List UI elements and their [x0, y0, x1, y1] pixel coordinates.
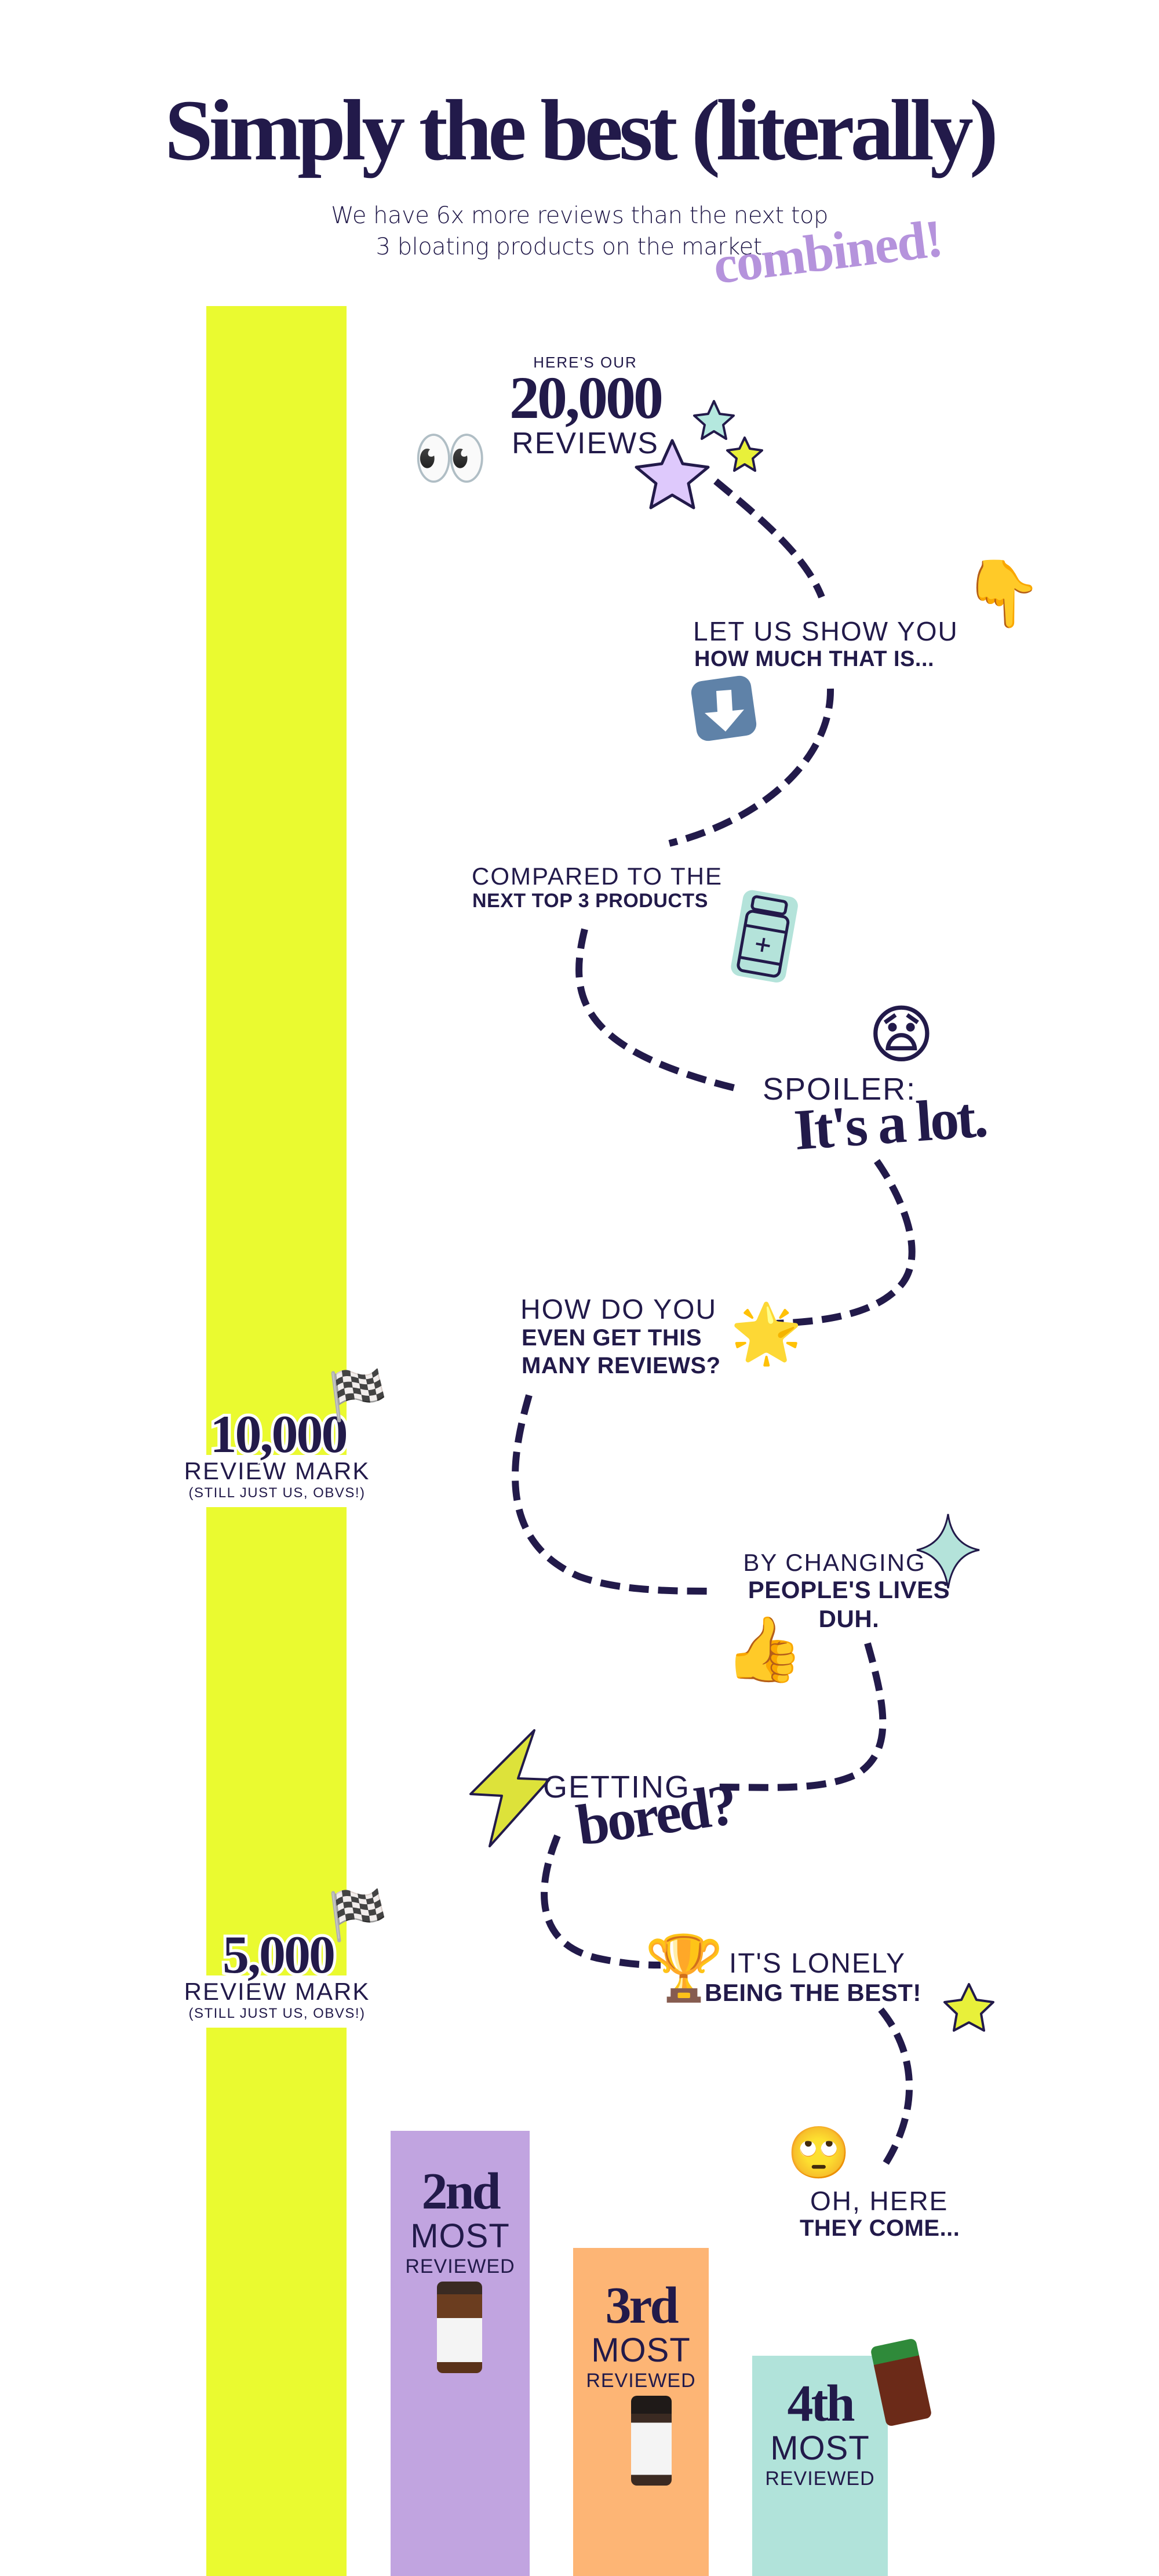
step-5-bold-line-1: PEOPLE'S LIVES	[748, 1576, 950, 1603]
step-3-light: SPOILER:	[763, 1072, 917, 1107]
milestone-10000-box: REVIEW MARK (STILL JUST US, OBVS!)	[178, 1455, 376, 1508]
subtitle: We have 6x more reviews than the next to…	[0, 200, 1159, 263]
start-pre: HERE'S OUR	[533, 354, 637, 371]
path-segment	[541, 1834, 661, 1969]
product-bottle-icon	[437, 2282, 482, 2373]
second-bar-label: 2nd MOST REVIEWED	[391, 2166, 530, 2279]
milestone-10000-number: 10,000	[207, 1405, 351, 1464]
yellow-star-icon	[943, 1983, 994, 2032]
step-8-light: OH, HERE	[810, 2186, 949, 2216]
step-7-bold: BEING THE BEST!	[705, 1979, 921, 2006]
step-4-light: HOW DO YOU	[520, 1294, 717, 1325]
milestone-note: (STILL JUST US, OBVS!)	[188, 1485, 366, 1501]
third-most-reviewed-bar: 3rd MOST REVIEWED	[573, 2248, 709, 2576]
milestone-label: REVIEW MARK	[184, 1457, 370, 1485]
step-1-bold: HOW MUCH THAT IS...	[694, 647, 935, 671]
rank-most: MOST	[770, 2429, 870, 2467]
step-4-bold-line-2: MANY REVIEWS?	[522, 1353, 721, 1378]
path-segment	[878, 2007, 913, 2171]
checkered-flag-icon: 🏁	[327, 1367, 388, 1424]
rank-reviewed: REVIEWED	[765, 2467, 875, 2490]
fourth-bar-label: 4th MOST REVIEWED	[752, 2378, 888, 2491]
product-bottle-icon	[631, 2396, 672, 2486]
step-5-light: BY CHANGING	[743, 1549, 926, 1576]
down-arrow-icon	[691, 675, 757, 741]
rank-most: MOST	[591, 2331, 691, 2369]
fourth-most-reviewed-bar: 4th MOST REVIEWED	[752, 2356, 888, 2576]
step-8-bold: THEY COME...	[800, 2215, 960, 2241]
thumbs-up-icon: 👍	[724, 1612, 804, 1686]
step-2-light: COMPARED TO THE	[472, 863, 723, 890]
purple-star-icon	[635, 439, 710, 510]
yellow-star-icon	[726, 436, 763, 472]
third-bar-label: 3rd MOST REVIEWED	[573, 2280, 709, 2393]
rank-number: 2nd	[421, 2163, 501, 2220]
second-most-reviewed-bar: 2nd MOST REVIEWED	[391, 2131, 530, 2576]
rank-most: MOST	[410, 2217, 510, 2255]
step-5-bold-line-2: DUH.	[818, 1605, 880, 1632]
subtitle-line-2: 3 bloating products on the market...	[376, 234, 783, 260]
sparkle-icon	[916, 1513, 980, 1589]
rank-number: 4th	[787, 2375, 855, 2432]
step-4-bold: EVEN GET THIS MANY REVIEWS?	[522, 1324, 721, 1380]
step-2-bold: NEXT TOP 3 PRODUCTS	[472, 890, 708, 912]
checkered-flag-icon: 🏁	[327, 1887, 388, 1944]
page-title: Simply the best (literally)	[165, 82, 998, 179]
subtitle-line-1: We have 6x more reviews than the next to…	[331, 202, 828, 229]
lightning-icon	[469, 1729, 551, 1847]
step-6-light: GETTING	[543, 1770, 690, 1804]
path-segment	[512, 1394, 716, 1595]
path-segment	[575, 928, 736, 1091]
milestone-note: (STILL JUST US, OBVS!)	[188, 2006, 366, 2022]
path-segment	[776, 1159, 916, 1327]
path-segment	[668, 688, 834, 847]
start-post: REVIEWS	[512, 427, 659, 460]
step-5-bold: PEOPLE'S LIVES DUH.	[727, 1576, 971, 1633]
our-reviews-bar	[206, 306, 347, 2576]
step-1-light: LET US SHOW YOU	[693, 616, 958, 646]
milestone-5000-number: 5,000	[220, 1925, 338, 1984]
anxious-face-icon: 😧	[868, 998, 935, 1072]
rank-reviewed: REVIEWED	[586, 2369, 696, 2392]
milestone-label: REVIEW MARK	[184, 1978, 370, 2005]
rank-reviewed: REVIEWED	[405, 2255, 515, 2277]
glowing-star-icon: 🌟	[730, 1299, 803, 1367]
rank-number: 3rd	[605, 2277, 679, 2334]
medicine-bottle-icon	[731, 890, 798, 983]
eye-roll-icon: 🙄	[787, 2123, 851, 2182]
teal-star-icon	[693, 400, 735, 440]
eyes-icon: 👀	[413, 423, 488, 493]
trophy-icon: 🏆	[644, 1931, 724, 2005]
step-4-bold-line-1: EVEN GET THIS	[522, 1325, 702, 1351]
step-7-light: IT'S LONELY	[729, 1948, 906, 1979]
step-3-serif: It's a lot.	[792, 1085, 988, 1162]
start-number: 20,000	[509, 365, 664, 431]
path-segment	[713, 478, 825, 599]
pointing-down-icon: 👇	[962, 556, 1043, 631]
milestone-5000-box: REVIEW MARK (STILL JUST US, OBVS!)	[178, 1975, 376, 2028]
